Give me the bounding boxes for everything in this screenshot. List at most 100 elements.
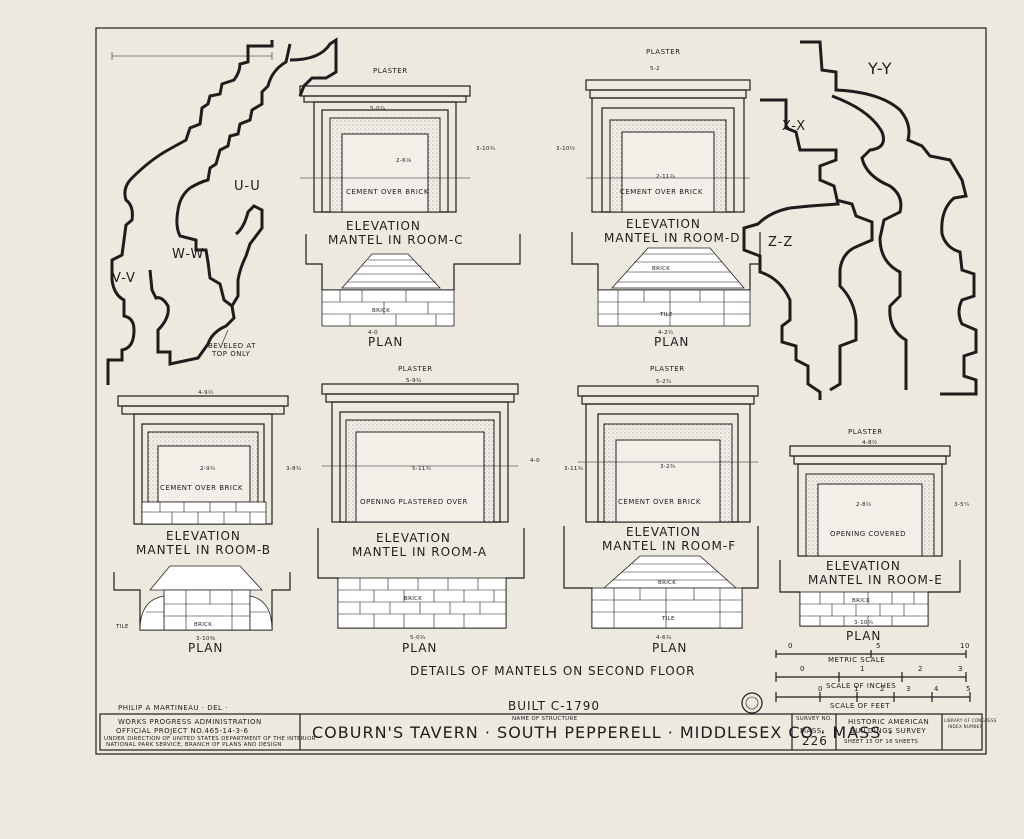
profile-sections-left: U-U W-W V-V BEVELED AT TOP ONLY: [106, 37, 338, 385]
b-plan: PLAN: [188, 641, 223, 655]
habs-line-1: HISTORIC AMERICAN: [848, 718, 929, 726]
plaster-label-e: PLASTER: [848, 428, 883, 436]
mantel-room-e: PLASTER 4-8½ 3-5¼ 2-8½ OPENING COVERED E…: [779, 428, 970, 643]
profile-xx: [760, 98, 840, 210]
b-cement: CEMENT OVER BRICK: [160, 484, 243, 492]
survey-caption: SURVEY NO.: [796, 716, 832, 722]
feet-tick-4: 4: [934, 685, 939, 693]
d-opening: 2-11¾: [656, 174, 676, 180]
metric-tick-1: 5: [876, 642, 881, 650]
plaster-label-f: PLASTER: [650, 365, 685, 373]
f-elevation: ELEVATION: [626, 525, 701, 539]
loc-line-1: LIBRARY OF CONGRESS: [944, 718, 997, 723]
metric-tick-0: 0: [788, 642, 793, 650]
plaster-label-d: PLASTER: [646, 48, 681, 56]
feet-tick-0: 0: [818, 685, 823, 693]
e-width-top: 4-8½: [862, 439, 878, 446]
a-brick: BRICK: [404, 596, 422, 602]
habs-seal-icon: [741, 692, 763, 714]
profile-zz: [742, 206, 822, 400]
d-caption: MANTEL IN ROOM-D: [604, 231, 740, 245]
profile-yy: [800, 40, 978, 396]
feet-tick-3: 3: [906, 685, 911, 693]
survey-number-1: MASS-: [800, 727, 825, 735]
profile-uu: [176, 43, 292, 211]
sheet-title: DETAILS OF MANTELS ON SECOND FLOOR: [410, 664, 696, 678]
agency-line-4: NATIONAL PARK SERVICE, BRANCH OF PLANS A…: [106, 742, 282, 748]
plaster-label-c: PLASTER: [373, 67, 408, 75]
feet-tick-5: 5: [966, 685, 971, 693]
f-plan: PLAN: [652, 641, 687, 655]
feet-tick-1: 1: [854, 685, 859, 693]
e-caption: MANTEL IN ROOM-E: [808, 573, 943, 587]
b-plan-width: 3-10⅜: [196, 636, 216, 642]
b-brick: BRICK: [194, 622, 212, 628]
e-elevation: ELEVATION: [826, 559, 901, 573]
built-date: BUILT C-1790: [508, 699, 600, 713]
loc-line-2: INDEX NUMBER: [948, 724, 983, 729]
beveled-note-1: BEVELED AT: [208, 342, 256, 350]
d-width-top: 5-2: [650, 66, 660, 72]
d-tile: TILE: [659, 312, 673, 318]
agency-line-3: UNDER DIRECTION OF UNITED STATES DEPARTM…: [104, 736, 316, 742]
a-height: 4-0: [530, 458, 540, 464]
profile-vv: [106, 40, 274, 385]
inch-tick-2: 2: [918, 665, 923, 673]
c-elevation: ELEVATION: [346, 219, 421, 233]
structure-name: COBURN'S TAVERN · SOUTH PEPPERELL · MIDD…: [312, 723, 894, 742]
inch-tick-1: 1: [860, 665, 865, 673]
habs-line-2: BUILDINGS SURVEY: [850, 727, 926, 735]
e-plan-width: 3-10¾: [854, 620, 874, 626]
delineator: PHILIP A MARTINEAU · DEL ·: [118, 704, 228, 712]
d-cement: CEMENT OVER BRICK: [620, 188, 703, 196]
c-brick: BRICK: [372, 308, 390, 314]
f-plan-width: 4-6¾: [656, 635, 672, 641]
habs-line-3: SHEET 15 OF 16 SHEETS: [844, 739, 918, 745]
a-elevation: ELEVATION: [376, 531, 451, 545]
plaster-label-a: PLASTER: [398, 365, 433, 373]
a-plastered: OPENING PLASTERED OVER: [360, 498, 468, 506]
c-cement: CEMENT OVER BRICK: [346, 188, 429, 196]
c-plan: PLAN: [368, 335, 403, 349]
a-caption: MANTEL IN ROOM-A: [352, 545, 487, 559]
mantel-room-f: PLASTER 5-2¾ 3-11¾ 3-2¾ CEMENT OVER BRIC…: [563, 365, 759, 655]
d-plan-width: 4-2½: [658, 329, 674, 336]
label-vv: V-V: [112, 271, 136, 286]
a-plan-width: 5-0¾: [410, 635, 426, 641]
profile-ww: [148, 209, 236, 366]
feet-tick-2: 2: [880, 685, 885, 693]
label-zz: Z-Z: [768, 235, 793, 250]
b-height: 3-8¾: [286, 466, 302, 472]
label-uu: U-U: [234, 179, 261, 194]
d-height: 3-10½: [556, 145, 575, 152]
c-plan-width: 4-0: [368, 330, 378, 336]
metric-scale-caption: METRIC SCALE: [828, 656, 885, 664]
agency-line-1: WORKS PROGRESS ADMINISTRATION: [118, 718, 262, 726]
label-ww: W-W: [172, 247, 204, 262]
title-block: WORKS PROGRESS ADMINISTRATION OFFICIAL P…: [99, 713, 997, 751]
e-opening: 2-8½: [856, 501, 872, 508]
c-opening: 2-6⅛: [396, 158, 412, 164]
d-brick: BRICK: [652, 266, 670, 272]
survey-number-2: 226: [802, 734, 828, 748]
label-xx: X-X: [782, 119, 806, 134]
profile-sections-right: Y-Y X-X Z-Z: [742, 40, 978, 400]
e-brick: BRICK: [852, 598, 870, 604]
sheet-border: [95, 27, 987, 755]
f-opening: 3-2¾: [660, 464, 676, 470]
name-caption: NAME OF STRUCTURE: [512, 716, 578, 722]
inch-tick-3: 3: [958, 665, 963, 673]
feet-scale-caption: SCALE OF FEET: [830, 702, 890, 710]
b-width-top: 4-9½: [198, 389, 214, 396]
inch-scale-caption: SCALE OF INCHES: [826, 682, 896, 690]
f-caption: MANTEL IN ROOM-F: [602, 539, 736, 553]
c-width-top: 5-0¾: [370, 106, 386, 112]
f-brick: BRICK: [658, 580, 676, 586]
c-caption: MANTEL IN ROOM-C: [328, 233, 464, 247]
mantel-room-d: PLASTER 5-2 3-10½ 2-11¾ CEMENT OVER BRIC…: [556, 48, 761, 349]
d-plan: PLAN: [654, 335, 689, 349]
e-height: 3-5¼: [954, 502, 970, 508]
mantel-room-a: PLASTER 5-9¾ 4-0 5-11¾ OPENING PLASTERED…: [317, 365, 540, 655]
scale-bars: 0 5 10 METRIC SCALE 0 1 2 3 SCALE OF INC…: [775, 642, 971, 710]
